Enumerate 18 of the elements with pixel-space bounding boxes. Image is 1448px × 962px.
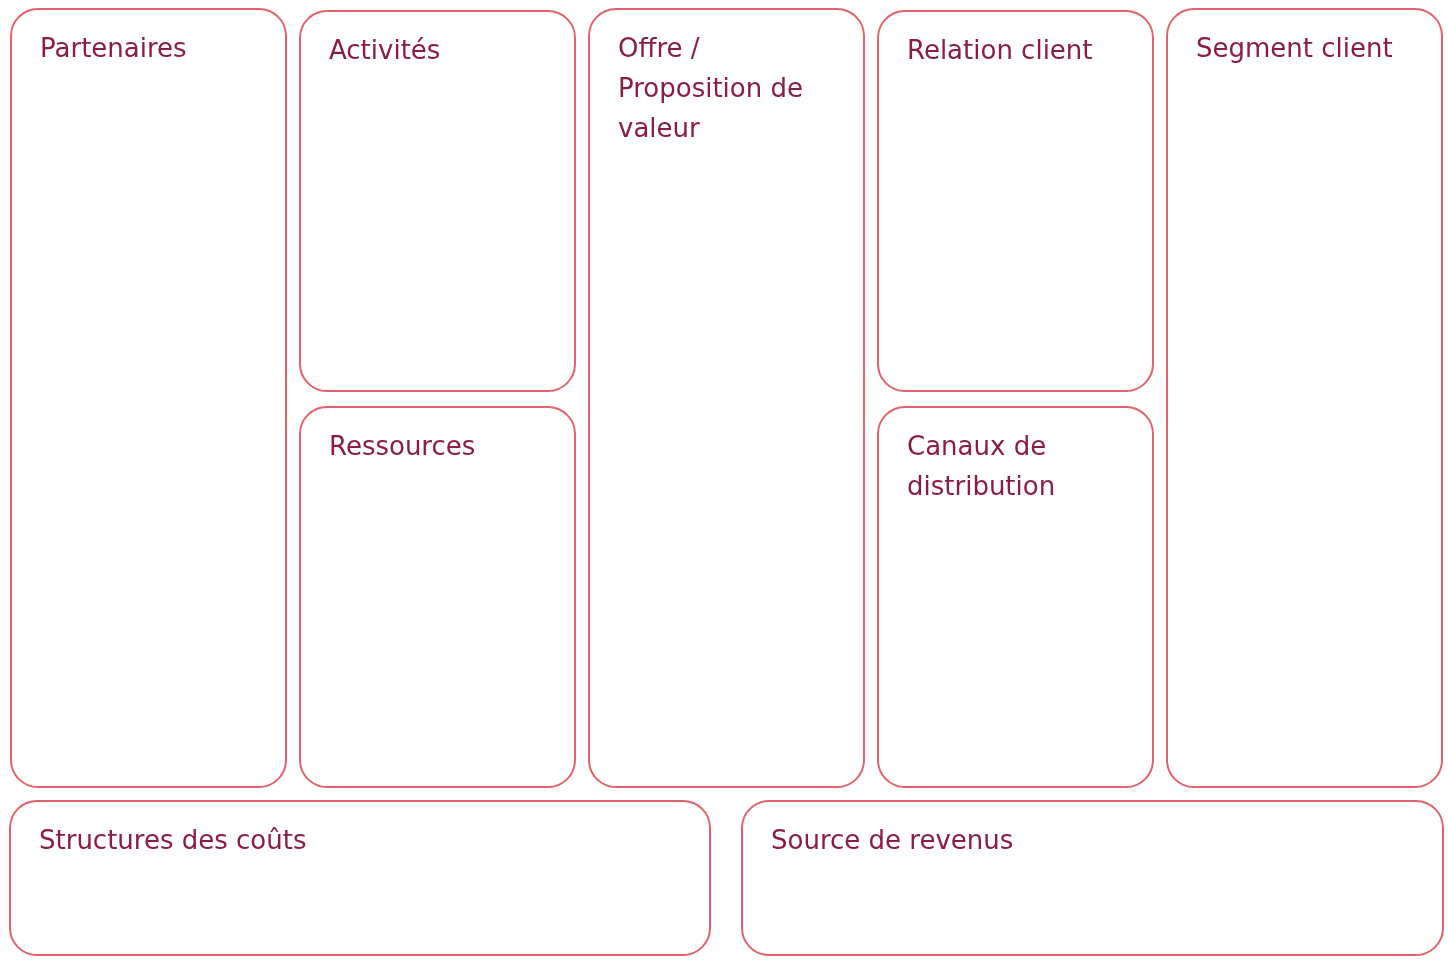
canvas-block <box>299 10 576 392</box>
canvas-block <box>9 800 711 956</box>
canvas-block <box>588 8 865 788</box>
block-title: Segment client <box>1196 32 1394 65</box>
canvas-block <box>877 10 1154 392</box>
block-title: Canaux de distribution <box>907 430 1057 503</box>
canvas-block <box>741 800 1444 956</box>
block-title: Structures des coûts <box>39 824 308 857</box>
canvas-block <box>877 406 1154 788</box>
block-title: Source de revenus <box>771 824 1015 857</box>
block-title: Partenaires <box>40 32 188 65</box>
block-title: Activités <box>329 34 442 67</box>
block-title: Ressources <box>329 430 477 463</box>
canvas-block <box>10 8 287 788</box>
block-title: Offre / Proposition de valeur <box>618 32 804 145</box>
canvas-block <box>1166 8 1443 788</box>
canvas-block <box>299 406 576 788</box>
block-title: Relation client <box>907 34 1094 67</box>
